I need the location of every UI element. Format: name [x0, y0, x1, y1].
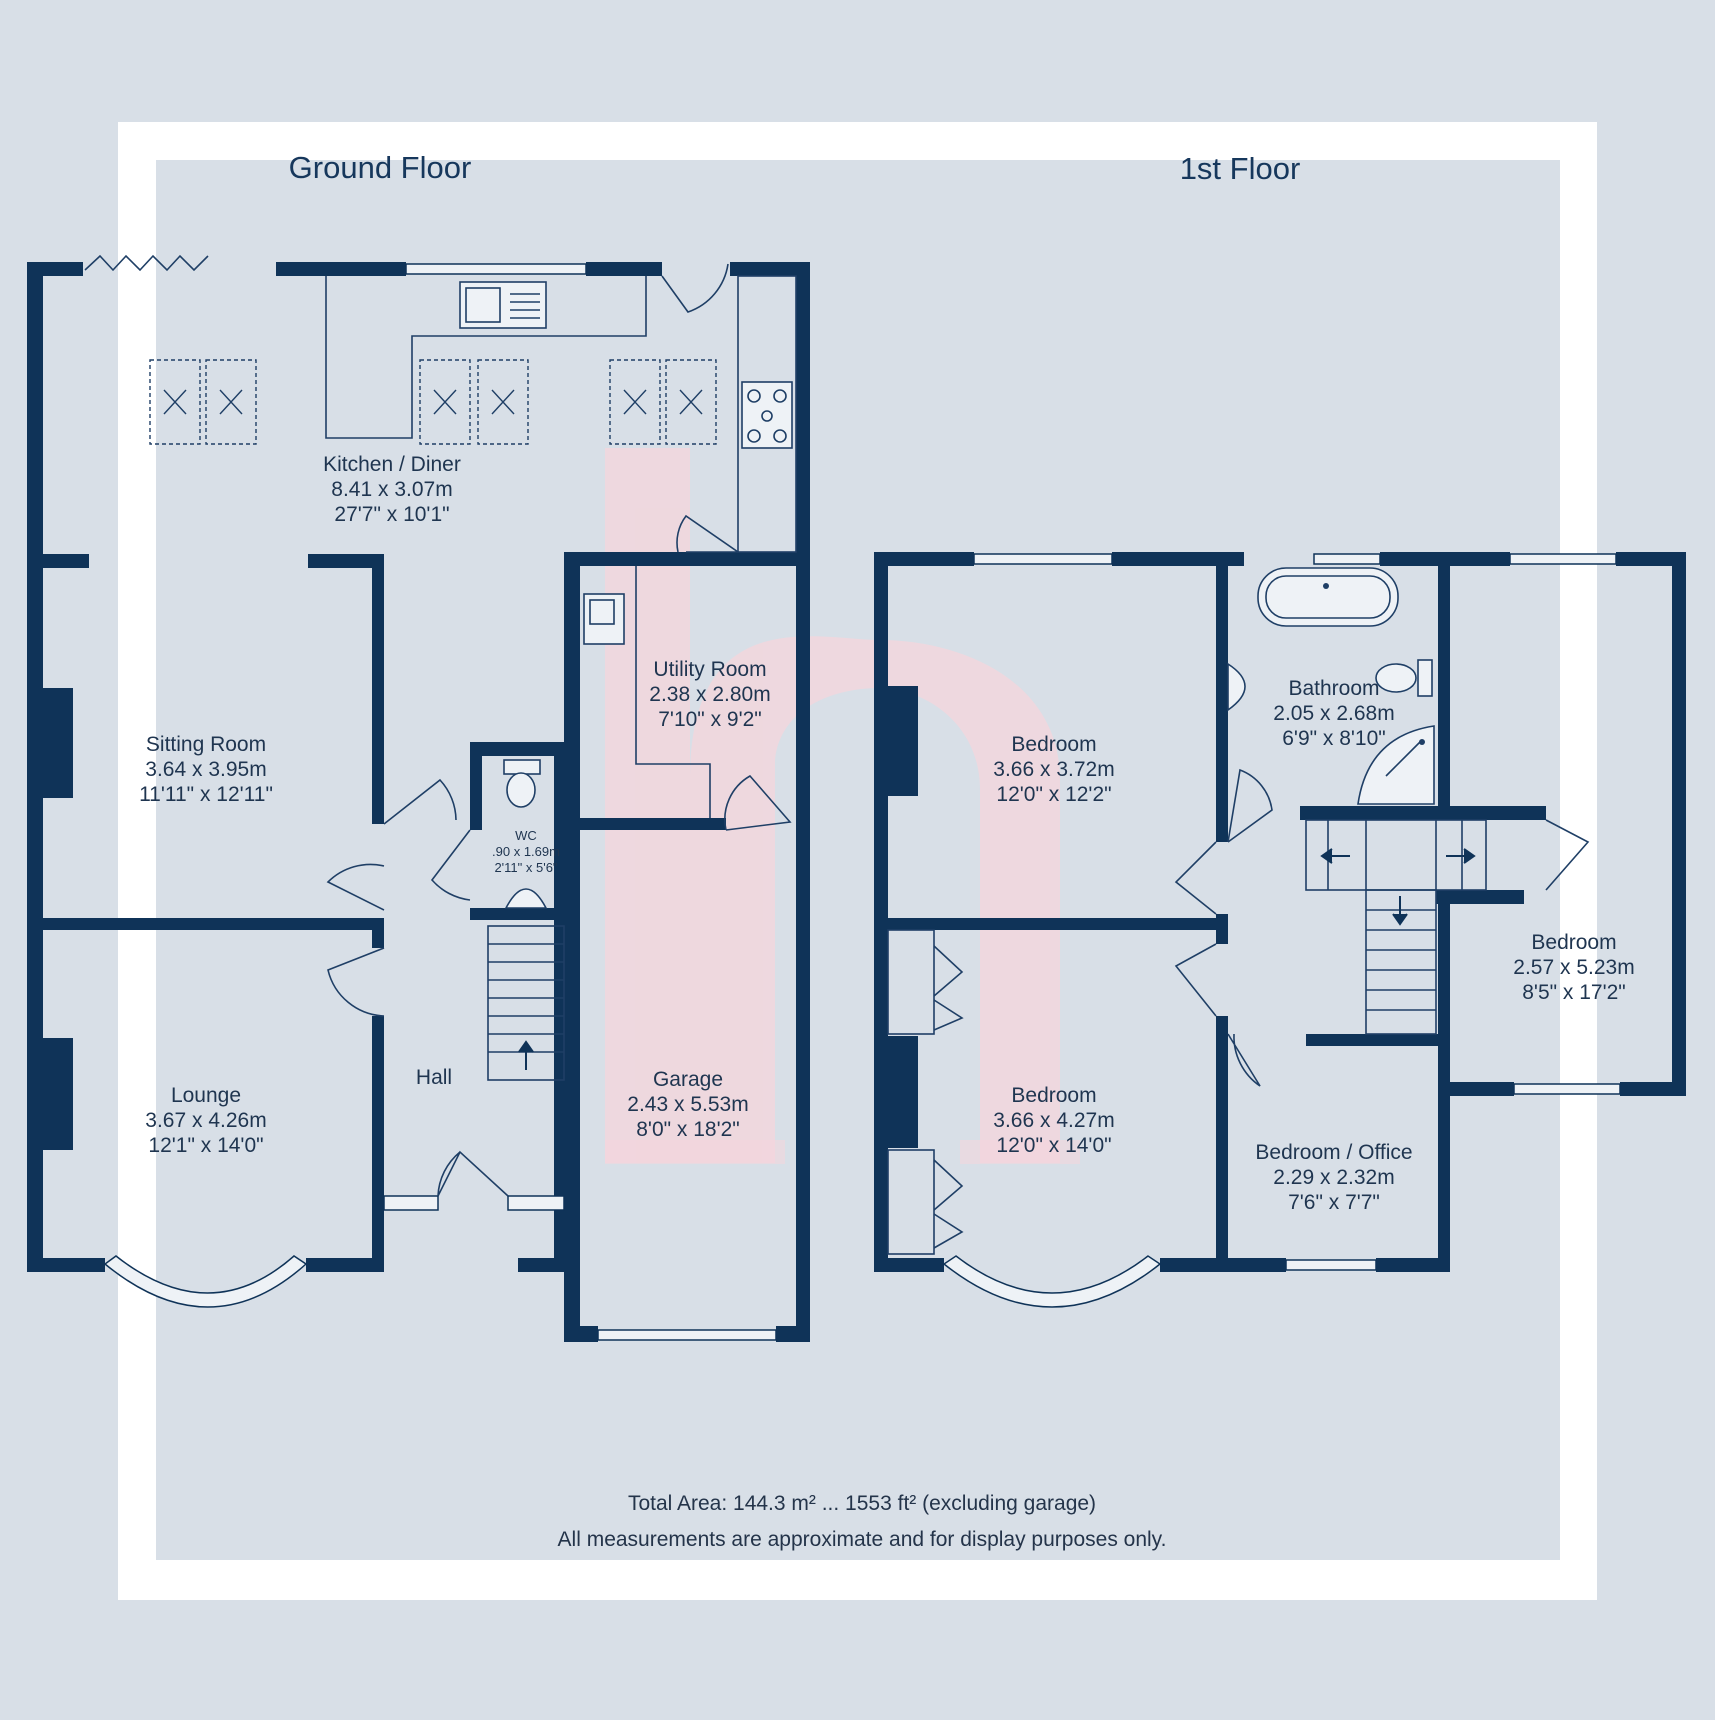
utility-fittings — [583, 566, 711, 818]
disclaimer-text: All measurements are approximate and for… — [558, 1528, 1167, 1551]
watermark-base — [605, 1140, 1080, 1164]
svg-text:WC: WC — [515, 828, 537, 843]
room-label-lounge: Lounge 3.67 x 4.26m 12'1" x 14'0" — [145, 1084, 266, 1157]
room-label-utility-room: Utility Room 2.38 x 2.80m 7'10" x 9'2" — [649, 658, 770, 731]
svg-text:3.67 x 4.26m: 3.67 x 4.26m — [145, 1109, 266, 1132]
svg-text:2.43 x 5.53m: 2.43 x 5.53m — [627, 1093, 748, 1116]
svg-text:Bedroom: Bedroom — [1011, 733, 1096, 756]
room-label-wc: WC .90 x 1.69m 2'11" x 5'6" — [492, 828, 560, 875]
svg-text:7'10" x 9'2": 7'10" x 9'2" — [658, 708, 762, 731]
stairs-icon — [487, 925, 565, 1081]
shower-icon — [1357, 725, 1435, 805]
stairs-icon — [1305, 819, 1487, 1035]
svg-text:3.66 x 4.27m: 3.66 x 4.27m — [993, 1109, 1114, 1132]
room-label-bedroom-side: Bedroom 2.57 x 5.23m 8'5" x 17'2" — [1513, 931, 1634, 1004]
skylight-crosses — [163, 389, 703, 415]
first-floor-title: 1st Floor — [1180, 151, 1301, 186]
svg-text:12'0" x 12'2": 12'0" x 12'2" — [996, 783, 1111, 806]
svg-text:3.66 x 3.72m: 3.66 x 3.72m — [993, 758, 1114, 781]
room-label-kitchen: Kitchen / Diner 8.41 x 3.07m 27'7" x 10'… — [323, 453, 461, 526]
room-label-bedroom-office: Bedroom / Office 2.29 x 2.32m 7'6" x 7'7… — [1255, 1141, 1412, 1214]
svg-text:8.41 x 3.07m: 8.41 x 3.07m — [331, 478, 452, 501]
room-label-bathroom: Bathroom 2.05 x 2.68m 6'9" x 8'10" — [1273, 677, 1394, 750]
total-area-text: Total Area: 144.3 m² ... 1553 ft² (exclu… — [628, 1492, 1096, 1515]
svg-text:Kitchen / Diner: Kitchen / Diner — [323, 453, 461, 476]
svg-text:2.57 x 5.23m: 2.57 x 5.23m — [1513, 956, 1634, 979]
ground-floor-title: Ground Floor — [289, 150, 472, 185]
basin-icon — [504, 888, 548, 909]
wardrobe-icon — [887, 929, 964, 1255]
svg-text:3.64 x 3.95m: 3.64 x 3.95m — [145, 758, 266, 781]
svg-text:Hall: Hall — [416, 1066, 452, 1089]
svg-text:8'5" x 17'2": 8'5" x 17'2" — [1522, 981, 1626, 1004]
first-floor-walls — [874, 552, 1686, 1272]
svg-text:2.38 x 2.80m: 2.38 x 2.80m — [649, 683, 770, 706]
room-label-bedroom-rear: Bedroom 3.66 x 3.72m 12'0" x 12'2" — [993, 733, 1114, 806]
svg-text:Bathroom: Bathroom — [1288, 677, 1379, 700]
room-label-sitting-room: Sitting Room 3.64 x 3.95m 11'11" x 12'11… — [139, 733, 273, 806]
watermark-logo — [605, 448, 1060, 1163]
svg-text:27'7" x 10'1": 27'7" x 10'1" — [334, 503, 449, 526]
svg-text:Bedroom / Office: Bedroom / Office — [1255, 1141, 1412, 1164]
svg-text:12'1" x 14'0": 12'1" x 14'0" — [148, 1134, 263, 1157]
svg-text:7'6" x 7'7": 7'6" x 7'7" — [1288, 1191, 1380, 1214]
skylight-icon — [149, 359, 717, 445]
svg-text:Utility Room: Utility Room — [653, 658, 766, 681]
room-label-hall: Hall — [416, 1066, 452, 1089]
hob-icon — [741, 381, 793, 449]
ground-floor-walls — [27, 262, 810, 1342]
svg-text:6'9" x 8'10": 6'9" x 8'10" — [1282, 727, 1386, 750]
room-label-bedroom-front: Bedroom 3.66 x 4.27m 12'0" x 14'0" — [993, 1084, 1114, 1157]
bath-icon — [1257, 567, 1399, 627]
svg-text:2.29 x 2.32m: 2.29 x 2.32m — [1273, 1166, 1394, 1189]
svg-text:Lounge: Lounge — [171, 1084, 241, 1107]
svg-text:12'0" x 14'0": 12'0" x 14'0" — [996, 1134, 1111, 1157]
svg-text:Garage: Garage — [653, 1068, 723, 1091]
basin-icon — [1227, 662, 1246, 712]
svg-text:Bedroom: Bedroom — [1011, 1084, 1096, 1107]
svg-text:2'11" x 5'6": 2'11" x 5'6" — [494, 860, 557, 875]
svg-text:8'0" x 18'2": 8'0" x 18'2" — [636, 1118, 740, 1141]
toilet-icon — [503, 759, 541, 775]
svg-text:Bedroom: Bedroom — [1531, 931, 1616, 954]
toilet-icon — [1375, 659, 1433, 697]
room-label-garage: Garage 2.43 x 5.53m 8'0" x 18'2" — [627, 1068, 748, 1141]
svg-text:.90 x 1.69m: .90 x 1.69m — [492, 844, 560, 859]
svg-text:Sitting Room: Sitting Room — [146, 733, 266, 756]
svg-text:2.05 x 2.68m: 2.05 x 2.68m — [1273, 702, 1394, 725]
ground-floor-windows — [84, 254, 777, 1341]
kitchen-fittings — [325, 276, 793, 449]
svg-text:11'11" x 12'11": 11'11" x 12'11" — [139, 783, 273, 806]
first-floor-windows — [942, 553, 1621, 1308]
door-swing-icon — [1174, 768, 1590, 1087]
sink-icon — [459, 281, 547, 329]
wc-fittings — [503, 759, 548, 909]
door-swing-icon — [326, 263, 792, 1197]
